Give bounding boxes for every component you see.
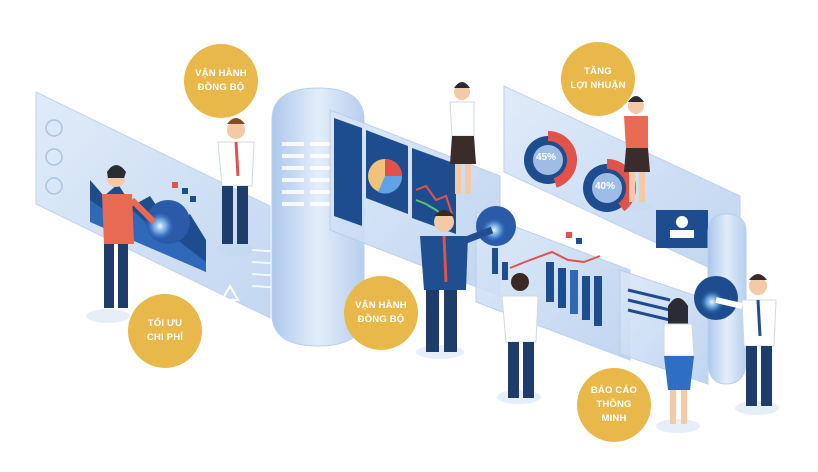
badge-toi-uu-chi-phi: TỐI ƯU CHI PHÍ [128, 294, 202, 368]
person-woman-top [449, 82, 476, 194]
person-woman-topright [624, 96, 650, 202]
person-man-topleft [217, 118, 255, 244]
panel-bars [475, 211, 631, 361]
donut-percent-label: 40% [595, 181, 616, 192]
badge-label: BÁO CÁO THÔNG MINH [590, 385, 638, 424]
badge-label: VẬN HÀNH ĐỒNG BỘ [195, 68, 247, 93]
badge-bao-cao-thong-minh: BÁO CÁO THÔNG MINH [577, 368, 651, 442]
badge-label: TỐI ƯU CHI PHÍ [146, 318, 184, 343]
person-woman-right [663, 298, 695, 424]
person-man-right [715, 274, 777, 406]
badge-van-hanh-dong-bo-top: VẬN HÀNH ĐỒNG BỘ [184, 44, 258, 118]
donut-percent-label: 45% [536, 152, 557, 163]
badge-label: VẬN HÀNH ĐỒNG BỘ [355, 300, 407, 325]
person-man-center [420, 210, 494, 352]
badge-van-hanh-dong-bo-center: VẬN HÀNH ĐỒNG BỘ [344, 276, 418, 350]
badge-label: TĂNG LỢI NHUẬN [570, 66, 626, 91]
person-woman-left [102, 165, 157, 308]
panel-right [503, 85, 741, 317]
badge-tang-loi-nhuan: TĂNG LỢI NHUẬN [561, 42, 635, 116]
person-man-back [501, 273, 539, 398]
